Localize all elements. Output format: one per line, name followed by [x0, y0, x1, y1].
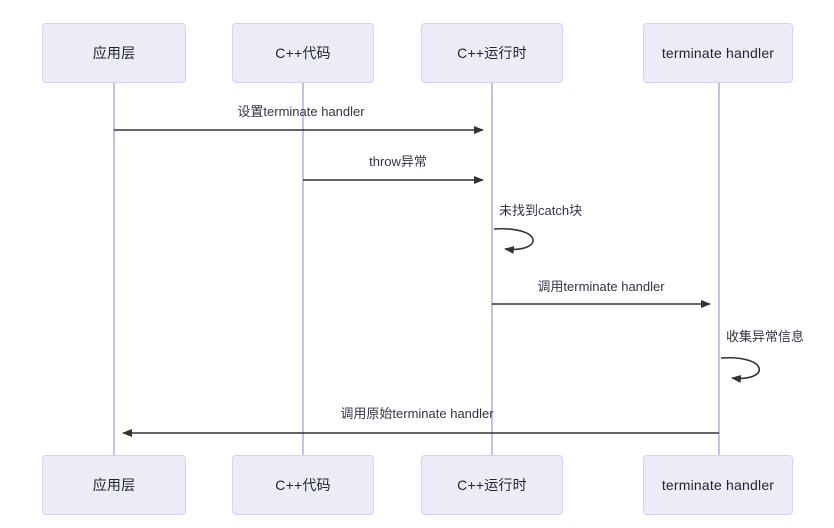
message-label-4: 调用terminate handler	[537, 279, 665, 294]
actor-box-top-cppcode[interactable]: C++代码	[232, 23, 374, 83]
message-label-6: 调用原始terminate handler	[340, 406, 494, 421]
actor-box-top-handler[interactable]: terminate handler	[643, 23, 793, 83]
actor-label-app: 应用层	[92, 45, 136, 61]
actor-label-cppcode: C++代码	[275, 477, 331, 493]
messages-group	[114, 126, 761, 437]
lifelines-group	[113, 83, 720, 455]
message-label-2: throw异常	[369, 154, 427, 169]
message-label-1: 设置terminate handler	[237, 104, 365, 119]
actor-label-app: 应用层	[92, 477, 136, 493]
actor-box-bottom-handler[interactable]: terminate handler	[643, 455, 793, 515]
actor-box-bottom-cppruntime[interactable]: C++运行时	[421, 455, 563, 515]
actor-box-bottom-cppcode[interactable]: C++代码	[232, 455, 374, 515]
self-loop-arrow-3	[493, 228, 534, 254]
message-label-3: 未找到catch块	[499, 203, 583, 218]
actor-label-handler: terminate handler	[661, 477, 775, 493]
message-label-5: 收集异常信息	[726, 329, 805, 344]
actor-box-top-cppruntime[interactable]: C++运行时	[421, 23, 563, 83]
actor-label-cppcode: C++代码	[275, 45, 331, 61]
actor-box-top-app[interactable]: 应用层	[42, 23, 186, 83]
self-loop-arrow-5	[720, 357, 761, 383]
actor-label-cppruntime: C++运行时	[457, 45, 527, 61]
actor-box-bottom-app[interactable]: 应用层	[42, 455, 186, 515]
actor-label-handler: terminate handler	[661, 45, 775, 61]
actor-label-cppruntime: C++运行时	[457, 477, 527, 493]
